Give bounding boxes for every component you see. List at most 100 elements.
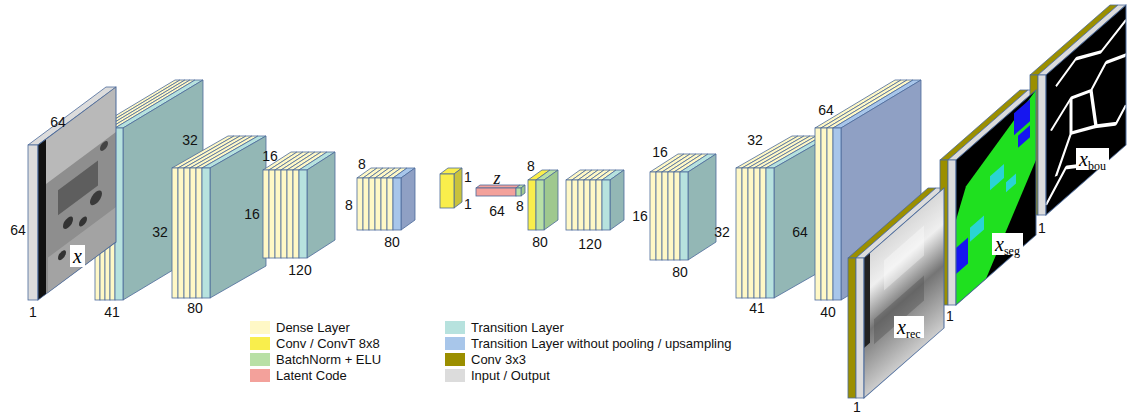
image-symbol-letter: x — [1079, 148, 1088, 170]
layer-front-face — [190, 168, 196, 298]
image-spot — [58, 248, 66, 262]
dimension-label: 8 — [516, 199, 524, 213]
image-ground — [864, 188, 944, 398]
layer-front-face — [650, 172, 656, 260]
layer-front-face — [269, 170, 275, 258]
legend-entry: Latent Code — [250, 368, 347, 382]
layer-front-face — [656, 172, 662, 260]
layer-front-face — [590, 180, 596, 230]
layer-front-face — [736, 168, 742, 298]
layer-front-face — [381, 178, 387, 230]
image-ground — [956, 90, 1036, 305]
seg-region — [990, 164, 1004, 190]
layer-front-face — [848, 258, 856, 398]
image-symbol-subscript: rec — [906, 327, 921, 341]
legend-swatch — [250, 337, 270, 350]
image-symbol-letter: x — [73, 245, 82, 267]
layer-front-face — [760, 168, 766, 298]
layer-front-face — [375, 178, 381, 230]
legend-text: Dense Layer — [276, 320, 350, 335]
boundary-line — [1091, 60, 1126, 146]
legend-text: Transition Layer — [471, 320, 564, 335]
boundary-image — [1046, 5, 1126, 215]
legend-entry: Dense Layer — [250, 320, 350, 334]
legend-swatch — [445, 321, 465, 334]
image-symbol-letter: x — [995, 233, 1004, 255]
legend-swatch — [445, 337, 465, 350]
legend-text: Conv / ConvT 8x8 — [276, 336, 380, 351]
image-border — [38, 87, 116, 300]
layer-front-face — [536, 180, 544, 230]
image-ground — [38, 87, 116, 300]
layer-front-face — [856, 258, 864, 398]
image-symbol-subscript: seg — [1004, 244, 1020, 258]
legend-text: Conv 3x3 — [471, 352, 526, 367]
dimension-label: 16 — [652, 145, 668, 159]
layer-front-face — [516, 188, 521, 196]
dimension-label: 41 — [104, 305, 120, 319]
layer-front-face — [287, 170, 293, 258]
dimension-label: 32 — [152, 225, 168, 239]
image-symbol: xrec — [894, 316, 924, 338]
layer-front-face — [662, 172, 668, 260]
layer-front-face — [674, 172, 680, 260]
input-image — [38, 87, 116, 300]
legend-entry: BatchNorm + ELU — [250, 352, 381, 366]
layer-side-face — [454, 168, 462, 208]
layer-front-face — [202, 168, 210, 298]
legend-entry: Input / Output — [445, 368, 550, 382]
dimension-label: 120 — [288, 263, 311, 277]
image-symbol: xseg — [992, 233, 1023, 255]
layer-front-face — [440, 174, 454, 208]
legend-text: Input / Output — [471, 368, 550, 383]
image-spot — [79, 215, 87, 229]
legend-text: BatchNorm + ELU — [276, 352, 381, 367]
dimension-label: 41 — [749, 301, 765, 315]
dimension-label: 80 — [532, 235, 548, 249]
layer-side-face — [307, 152, 335, 258]
layer-front-face — [363, 178, 369, 230]
layer-side-face — [688, 154, 716, 260]
dimension-label: 32 — [714, 225, 730, 239]
layer-front-face — [393, 178, 401, 230]
image-spot — [100, 139, 108, 153]
layer-front-face — [178, 168, 184, 298]
dimension-label: 16 — [244, 207, 260, 221]
dimension-label: 1 — [29, 305, 37, 319]
seg-region — [956, 238, 968, 275]
dimension-label: 16 — [632, 209, 648, 223]
boundary-line — [1071, 111, 1096, 148]
dimension-label: 32 — [747, 133, 763, 147]
legend-swatch — [250, 321, 270, 334]
layer-front-face — [584, 180, 590, 230]
layer-front-face — [815, 128, 821, 300]
layer-front-face — [948, 160, 956, 305]
dimension-label: 1 — [464, 170, 472, 184]
latent-symbol: z — [493, 169, 500, 187]
seg-region — [1018, 125, 1030, 148]
image-border — [1046, 5, 1126, 215]
image-spot — [63, 214, 73, 231]
image-symbol-letter: x — [897, 316, 906, 338]
dimension-label: 80 — [187, 301, 203, 315]
layer-front-face — [263, 170, 269, 258]
image-symbol-subscript: bou — [1088, 159, 1106, 173]
layer-front-face — [196, 168, 202, 298]
legend-entry: Conv / ConvT 8x8 — [250, 336, 380, 350]
layer-front-face — [275, 170, 281, 258]
legend-text: Latent Code — [276, 368, 347, 383]
layer-front-face — [28, 145, 38, 300]
dimension-label: 1 — [1038, 221, 1046, 235]
boundary-line — [1056, 15, 1126, 91]
reconstruction-image — [864, 188, 944, 398]
image-panel: xrec — [864, 188, 944, 398]
layer-side-face — [544, 170, 558, 230]
layer-front-face — [596, 180, 602, 230]
dimension-label: 8 — [358, 157, 366, 171]
layer-front-face — [668, 172, 674, 260]
legend-swatch — [250, 369, 270, 382]
layer-side-face — [210, 136, 266, 298]
layer-front-face — [566, 180, 572, 230]
layer-front-face — [742, 168, 748, 298]
legend-swatch — [250, 353, 270, 366]
